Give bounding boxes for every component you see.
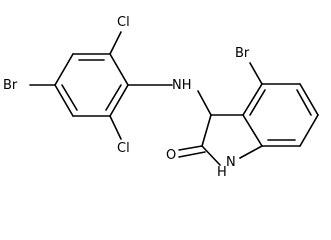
bond <box>299 114 319 147</box>
bond <box>201 114 212 147</box>
bond <box>109 53 129 86</box>
double-bond-inner <box>105 84 122 111</box>
double-bond-inner <box>249 89 266 116</box>
bond <box>299 83 319 116</box>
atom-label-cl-bottom: Cl <box>117 141 130 156</box>
bond <box>201 145 221 166</box>
lactam-ring <box>201 114 263 166</box>
bond <box>242 83 263 116</box>
bond-nh-c3 <box>197 90 212 116</box>
molecule-drawing: Br Cl Cl NH Br O H N <box>3 15 319 180</box>
bond-c-cl-top <box>109 31 122 55</box>
atom-label-h-ring: H <box>217 165 227 180</box>
bond <box>54 53 74 86</box>
structure-diagram: Br Cl Cl NH Br O H N <box>3 15 319 180</box>
atom-label-br-right: Br <box>235 46 250 61</box>
carbonyl-bond <box>178 145 203 151</box>
double-bond-inner <box>61 84 78 111</box>
bond <box>239 145 263 159</box>
double-bond-inner <box>296 89 312 116</box>
aryl-ring <box>54 53 129 117</box>
atom-label-nh: NH <box>172 78 192 93</box>
atom-label-br-left: Br <box>3 78 18 93</box>
atom-label-o: O <box>166 148 176 163</box>
benzo-ring <box>242 83 319 147</box>
atom-label-n-ring: N <box>226 155 236 170</box>
bond-c-cl-bottom <box>109 115 122 140</box>
bond <box>109 84 129 117</box>
atom-label-cl-top: Cl <box>117 15 130 30</box>
bond <box>54 84 74 117</box>
carbonyl-bond <box>178 151 206 158</box>
bond <box>242 114 263 147</box>
bond-c-br-right <box>249 62 263 85</box>
